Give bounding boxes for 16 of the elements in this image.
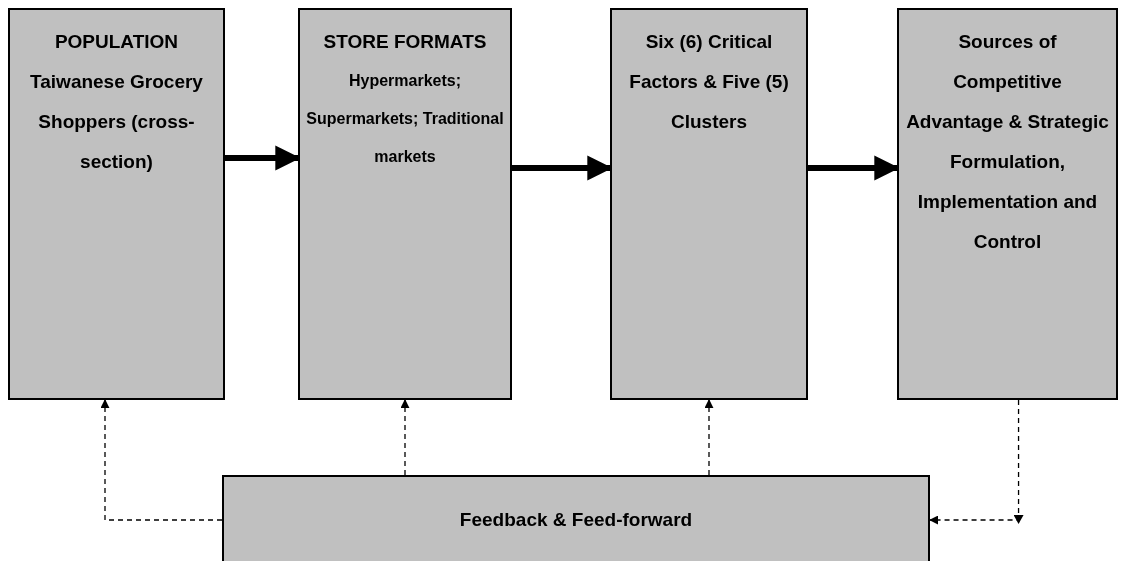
box-text: Taiwanese Grocery Shoppers (cross-section) <box>29 70 204 174</box>
box-heading: POPULATION <box>54 30 179 54</box>
arrow <box>100 399 223 521</box>
box-text: Six (6) Critical Factors & Five (5) Clusters <box>628 30 790 134</box>
process-box <box>897 8 1118 400</box>
box-text: Hypermarkets; Supermarkets; Traditional markets <box>306 71 504 167</box>
box-heading: STORE FORMATS <box>323 30 487 54</box>
box-text: Feedback & Feed-forward <box>459 508 693 532</box>
process-box <box>222 475 930 561</box>
process-box <box>610 8 808 400</box>
box-text: Sources of Competitive Advantage & Strategic Formulation, Implementation and Control <box>905 30 1110 254</box>
process-box <box>8 8 225 400</box>
arrow <box>929 399 1024 525</box>
process-box <box>298 8 512 400</box>
arrow <box>704 399 714 476</box>
arrow <box>400 399 410 476</box>
